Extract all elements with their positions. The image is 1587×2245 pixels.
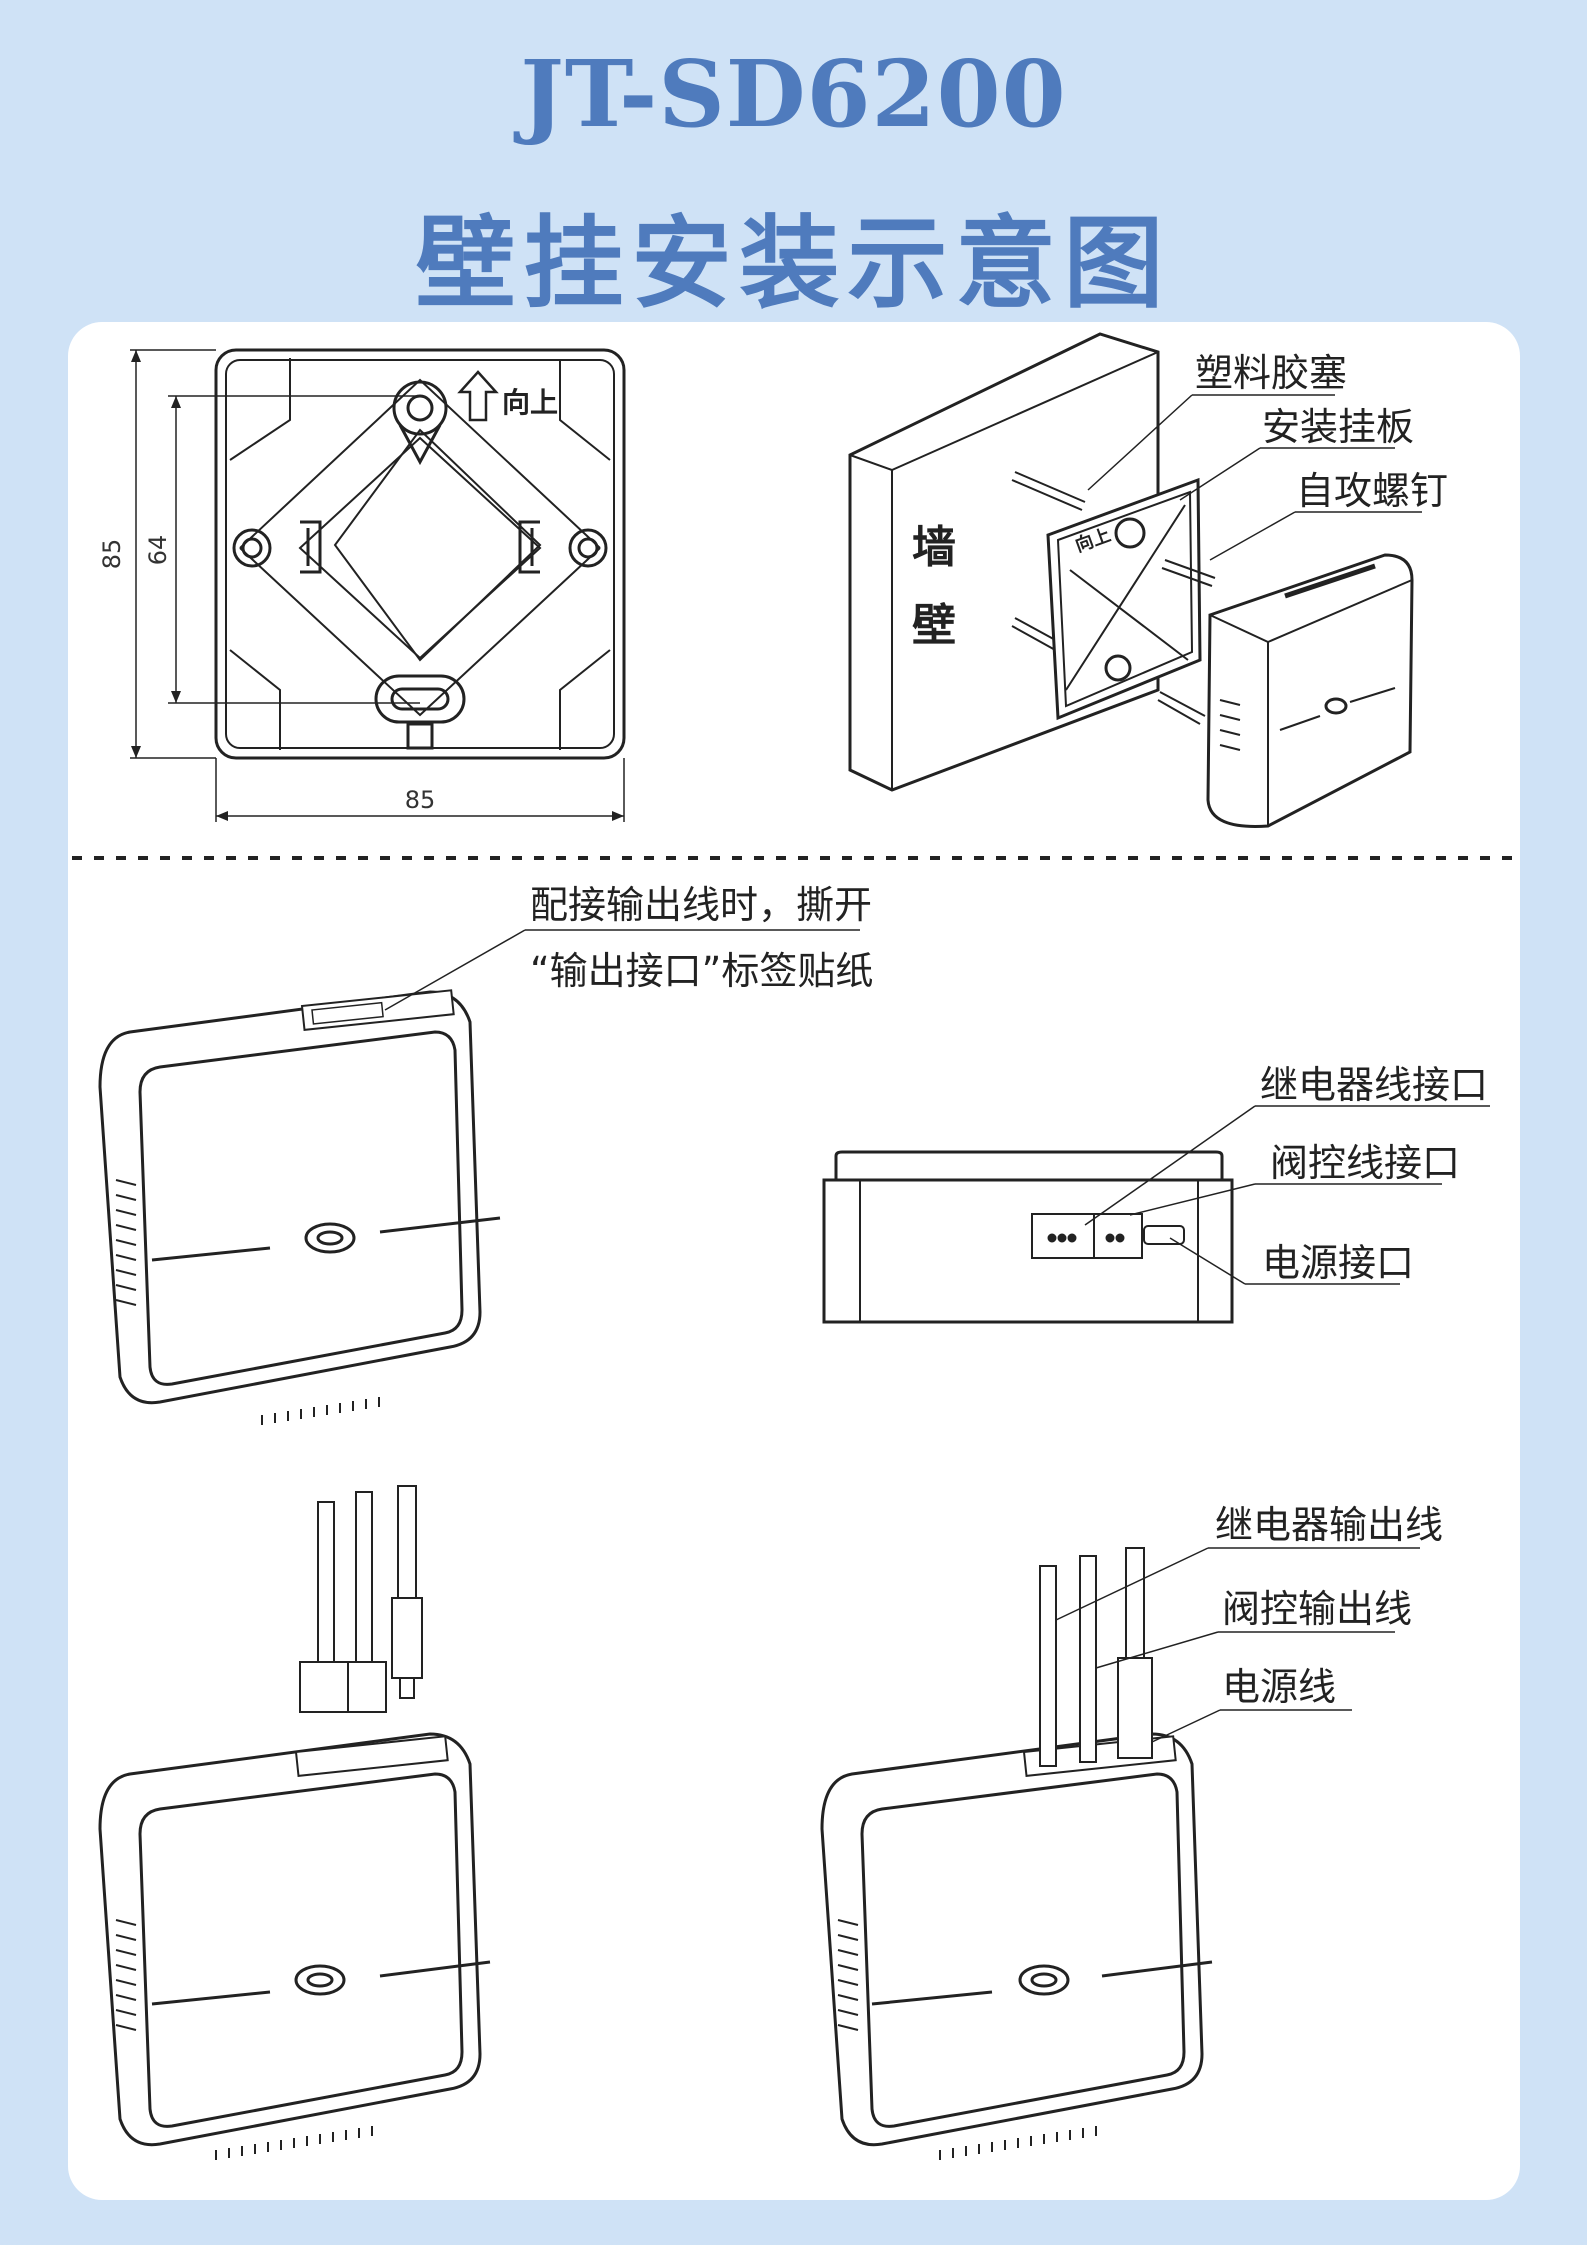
ports-side-view-drawing [822,1105,1490,1324]
dimension-hole-spacing: 64 [144,535,172,566]
callout-relay-port: 继电器线接口 [1260,1063,1488,1107]
model-title: JT-SD6200 [520,40,1067,148]
wall-label-1: 墙 [912,522,956,573]
up-label: 向上 [502,386,558,419]
wall-label-2: 壁 [912,600,956,651]
device-sticker-drawing [98,929,860,1425]
callout-power-wire: 电源线 [1222,1665,1336,1709]
callout-valve-port: 阀控线接口 [1270,1141,1460,1185]
callout-mounting-plate: 安装挂板 [1262,405,1414,449]
callout-relay-wire: 继电器输出线 [1215,1503,1443,1547]
device-wires-connected-drawing [820,1547,1420,2160]
callout-power-port: 电源接口 [1262,1241,1414,1285]
callout-valve-wire: 阀控输出线 [1222,1587,1412,1631]
sticker-note-line1: 配接输出线时，撕开 [530,883,872,927]
mounting-plate-drawing [130,348,626,822]
page-title: 壁挂安装示意图 [415,205,1172,322]
callout-tapping-screw: 自攻螺钉 [1296,469,1448,513]
device-wires-separate-drawing [98,1485,491,2160]
callout-plastic-anchor: 塑料胶塞 [1195,351,1347,395]
dimension-width: 85 [405,786,436,814]
wall-installation-drawing [848,332,1422,828]
dimension-height: 85 [98,539,126,570]
sticker-note-line2: “输出接口”标签贴纸 [530,949,873,993]
